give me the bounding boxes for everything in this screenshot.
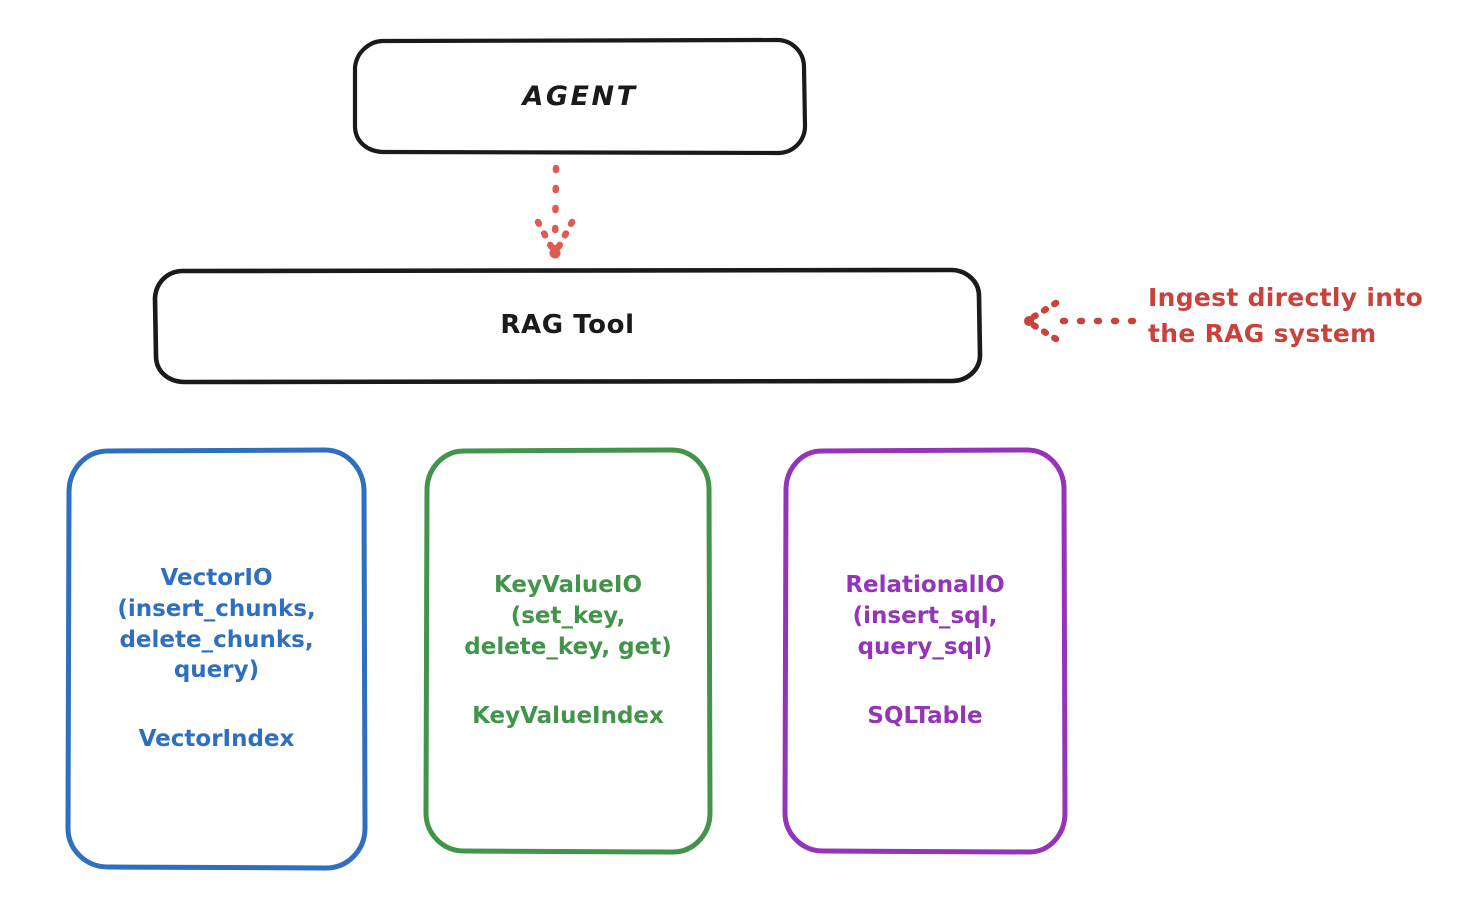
key-value-io-card[interactable]: KeyValueIO (set_key, delete_key, get) Ke…: [426, 450, 710, 852]
vector-io-card[interactable]: VectorIO (insert_chunks, delete_chunks, …: [68, 450, 365, 868]
ingest-annotation-label: Ingest directly into the RAG system: [1148, 283, 1424, 348]
agent-node-label: AGENT: [522, 80, 638, 112]
relational-io-index-label: SQLTable: [867, 702, 983, 729]
key-value-io-index-label: KeyValueIndex: [472, 702, 664, 729]
relational-io-card[interactable]: RelationalIO (insert_sql, query_sql) SQL…: [785, 450, 1065, 852]
relational-io-title-and-methods: RelationalIO (insert_sql, query_sql): [845, 572, 1005, 660]
ingest-annotation-arrow: [1024, 299, 1137, 343]
agent-to-rag-tool-connector: [534, 164, 576, 259]
vector-io-title-and-methods: VectorIO (insert_chunks, delete_chunks, …: [117, 564, 316, 684]
rag-tool-node-label: RAG Tool: [500, 310, 635, 341]
key-value-io-title-and-methods: KeyValueIO (set_key, delete_key, get): [464, 572, 672, 660]
vector-io-index-label: VectorIndex: [138, 726, 295, 753]
